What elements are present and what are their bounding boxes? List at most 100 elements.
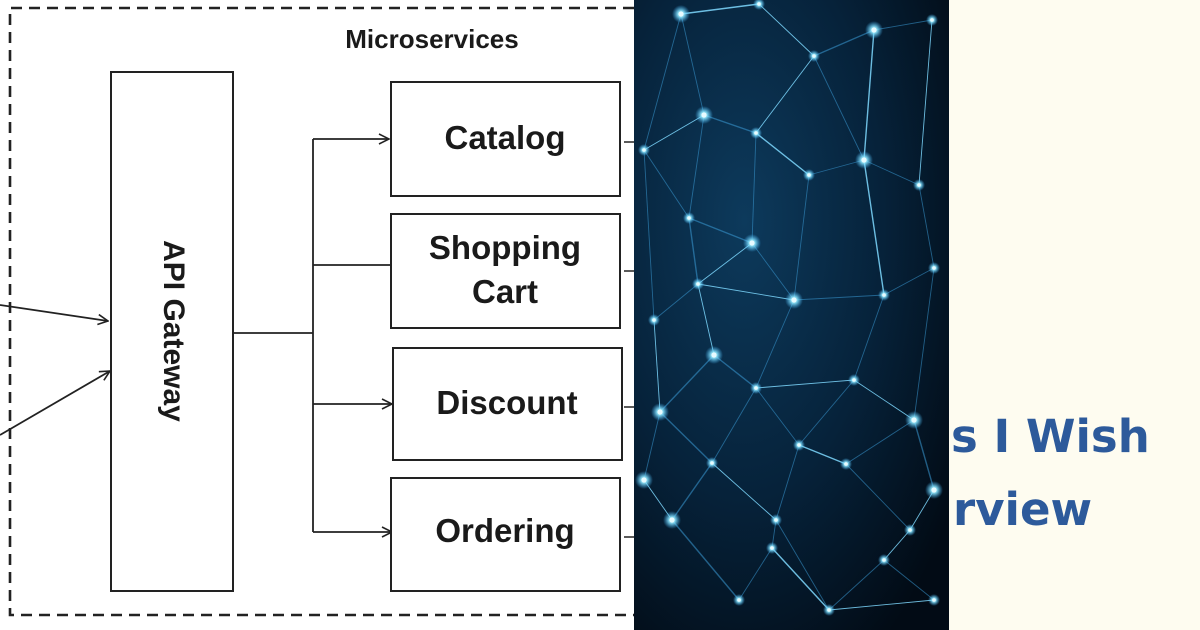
network-link [813,29,875,57]
network-link [913,267,935,421]
network-link [918,19,933,186]
network-node [657,409,663,415]
network-node [932,598,936,602]
network-link [883,529,911,561]
network-link [755,132,810,176]
network-node [791,297,797,303]
network-node [711,352,717,358]
network-node [797,443,801,447]
client-arrow-top [0,304,108,321]
network-node [757,2,761,6]
network-link [913,419,935,491]
network-node [687,216,691,220]
network-link [755,387,800,446]
network-node [930,18,934,22]
network-link [798,379,855,446]
discount-label: Discount [436,384,577,421]
network-link [793,294,885,301]
network-link [697,283,715,356]
network-node [871,27,877,33]
network-node [754,131,758,135]
network-node [932,266,936,270]
network-link [883,267,935,296]
network-link [755,379,855,389]
network-link [808,159,865,176]
network-node [852,378,856,382]
network-link [755,55,815,134]
network-node [908,528,912,532]
network-link [751,132,757,244]
title-panel: s I Wish rview [949,0,1200,630]
network-link [697,242,753,285]
network-link [918,184,935,269]
network-link [775,519,830,611]
network-link [863,159,920,186]
network-node [669,517,675,523]
network-link [688,217,699,285]
network-link [697,283,795,301]
network-link [798,444,847,465]
network-link [703,114,757,134]
api-gateway-box [110,71,234,592]
network-link [643,149,690,219]
architecture-diagram: Microservices API Gateway Catalog Shoppi… [0,0,634,630]
network-mesh-image [634,0,949,630]
network-link [738,547,773,601]
network-node [652,318,656,322]
network-link [680,13,705,116]
network-node [861,157,867,163]
network-link [771,547,830,611]
network-node [770,546,774,550]
network-link [643,149,655,321]
network-node [882,293,886,297]
network-node [882,558,886,562]
network-node [710,461,714,465]
catalog-label: Catalog [444,119,565,156]
network-link [845,463,911,531]
catalog-box [390,81,621,197]
network-node [696,282,700,286]
network-node [812,54,816,58]
network-link [653,283,699,321]
network-link [755,299,795,389]
network-link [758,3,815,57]
network-link [680,3,760,15]
network-link [659,411,713,464]
network-node [827,608,831,612]
network-link [643,114,705,151]
network-link [863,159,885,296]
network-link [653,319,661,413]
network-node [642,148,646,152]
microservices-boundary [8,6,634,617]
network-link [883,559,935,601]
network-node [931,487,937,493]
network-link [643,411,661,481]
network-link [853,294,885,381]
network-link [775,444,800,521]
network-link [688,114,705,219]
network-link [793,174,810,301]
network-link [643,13,682,151]
network-link [688,217,753,244]
network-node [737,598,741,602]
client-arrow-bottom [0,371,110,436]
network-node [749,240,755,246]
network-link [711,462,777,521]
network-node [678,11,684,17]
shopping-cart-label-line-2: Cart [472,273,538,310]
network-node [701,112,707,118]
network-mesh-graphic [634,0,949,630]
network-node [844,462,848,466]
diagram-svg: Microservices API Gateway Catalog Shoppi… [0,6,634,617]
network-node [774,518,778,522]
ordering-box [390,477,621,592]
microservices-label: Microservices [345,24,518,54]
article-title-line-2: rview [953,483,1093,536]
ordering-label: Ordering [435,512,574,549]
network-link [828,599,935,611]
network-link [853,379,915,421]
shopping-cart-box [390,213,621,329]
network-link [659,354,715,413]
network-link [845,419,915,465]
network-link [813,55,865,161]
